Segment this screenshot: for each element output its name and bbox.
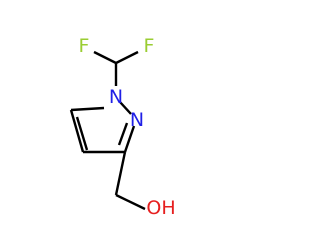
molecule-structure: F F N N OH: [69, 35, 176, 219]
nitrogen-1-label: N: [109, 86, 123, 108]
fluorine-right-label: F: [144, 35, 155, 57]
bond-n1-c5: [70, 106, 105, 112]
bond-c-f-right: [115, 50, 139, 65]
bond-c5-c4: [69, 109, 85, 153]
hydroxyl-label: OH: [146, 197, 175, 219]
bond-c3-ch2: [114, 151, 127, 196]
bond-c-f-left: [93, 50, 117, 65]
bond-n2-n1: [119, 101, 132, 115]
bond-c3-n2-inner: [117, 122, 129, 146]
bond-group: [69, 50, 146, 211]
bond-c5-c4-inner: [75, 116, 89, 151]
bond-ch2-o: [115, 193, 146, 211]
bond-c3-n2: [123, 125, 136, 153]
fluorine-left-label: F: [79, 35, 90, 57]
nitrogen-2-label: N: [130, 109, 144, 131]
